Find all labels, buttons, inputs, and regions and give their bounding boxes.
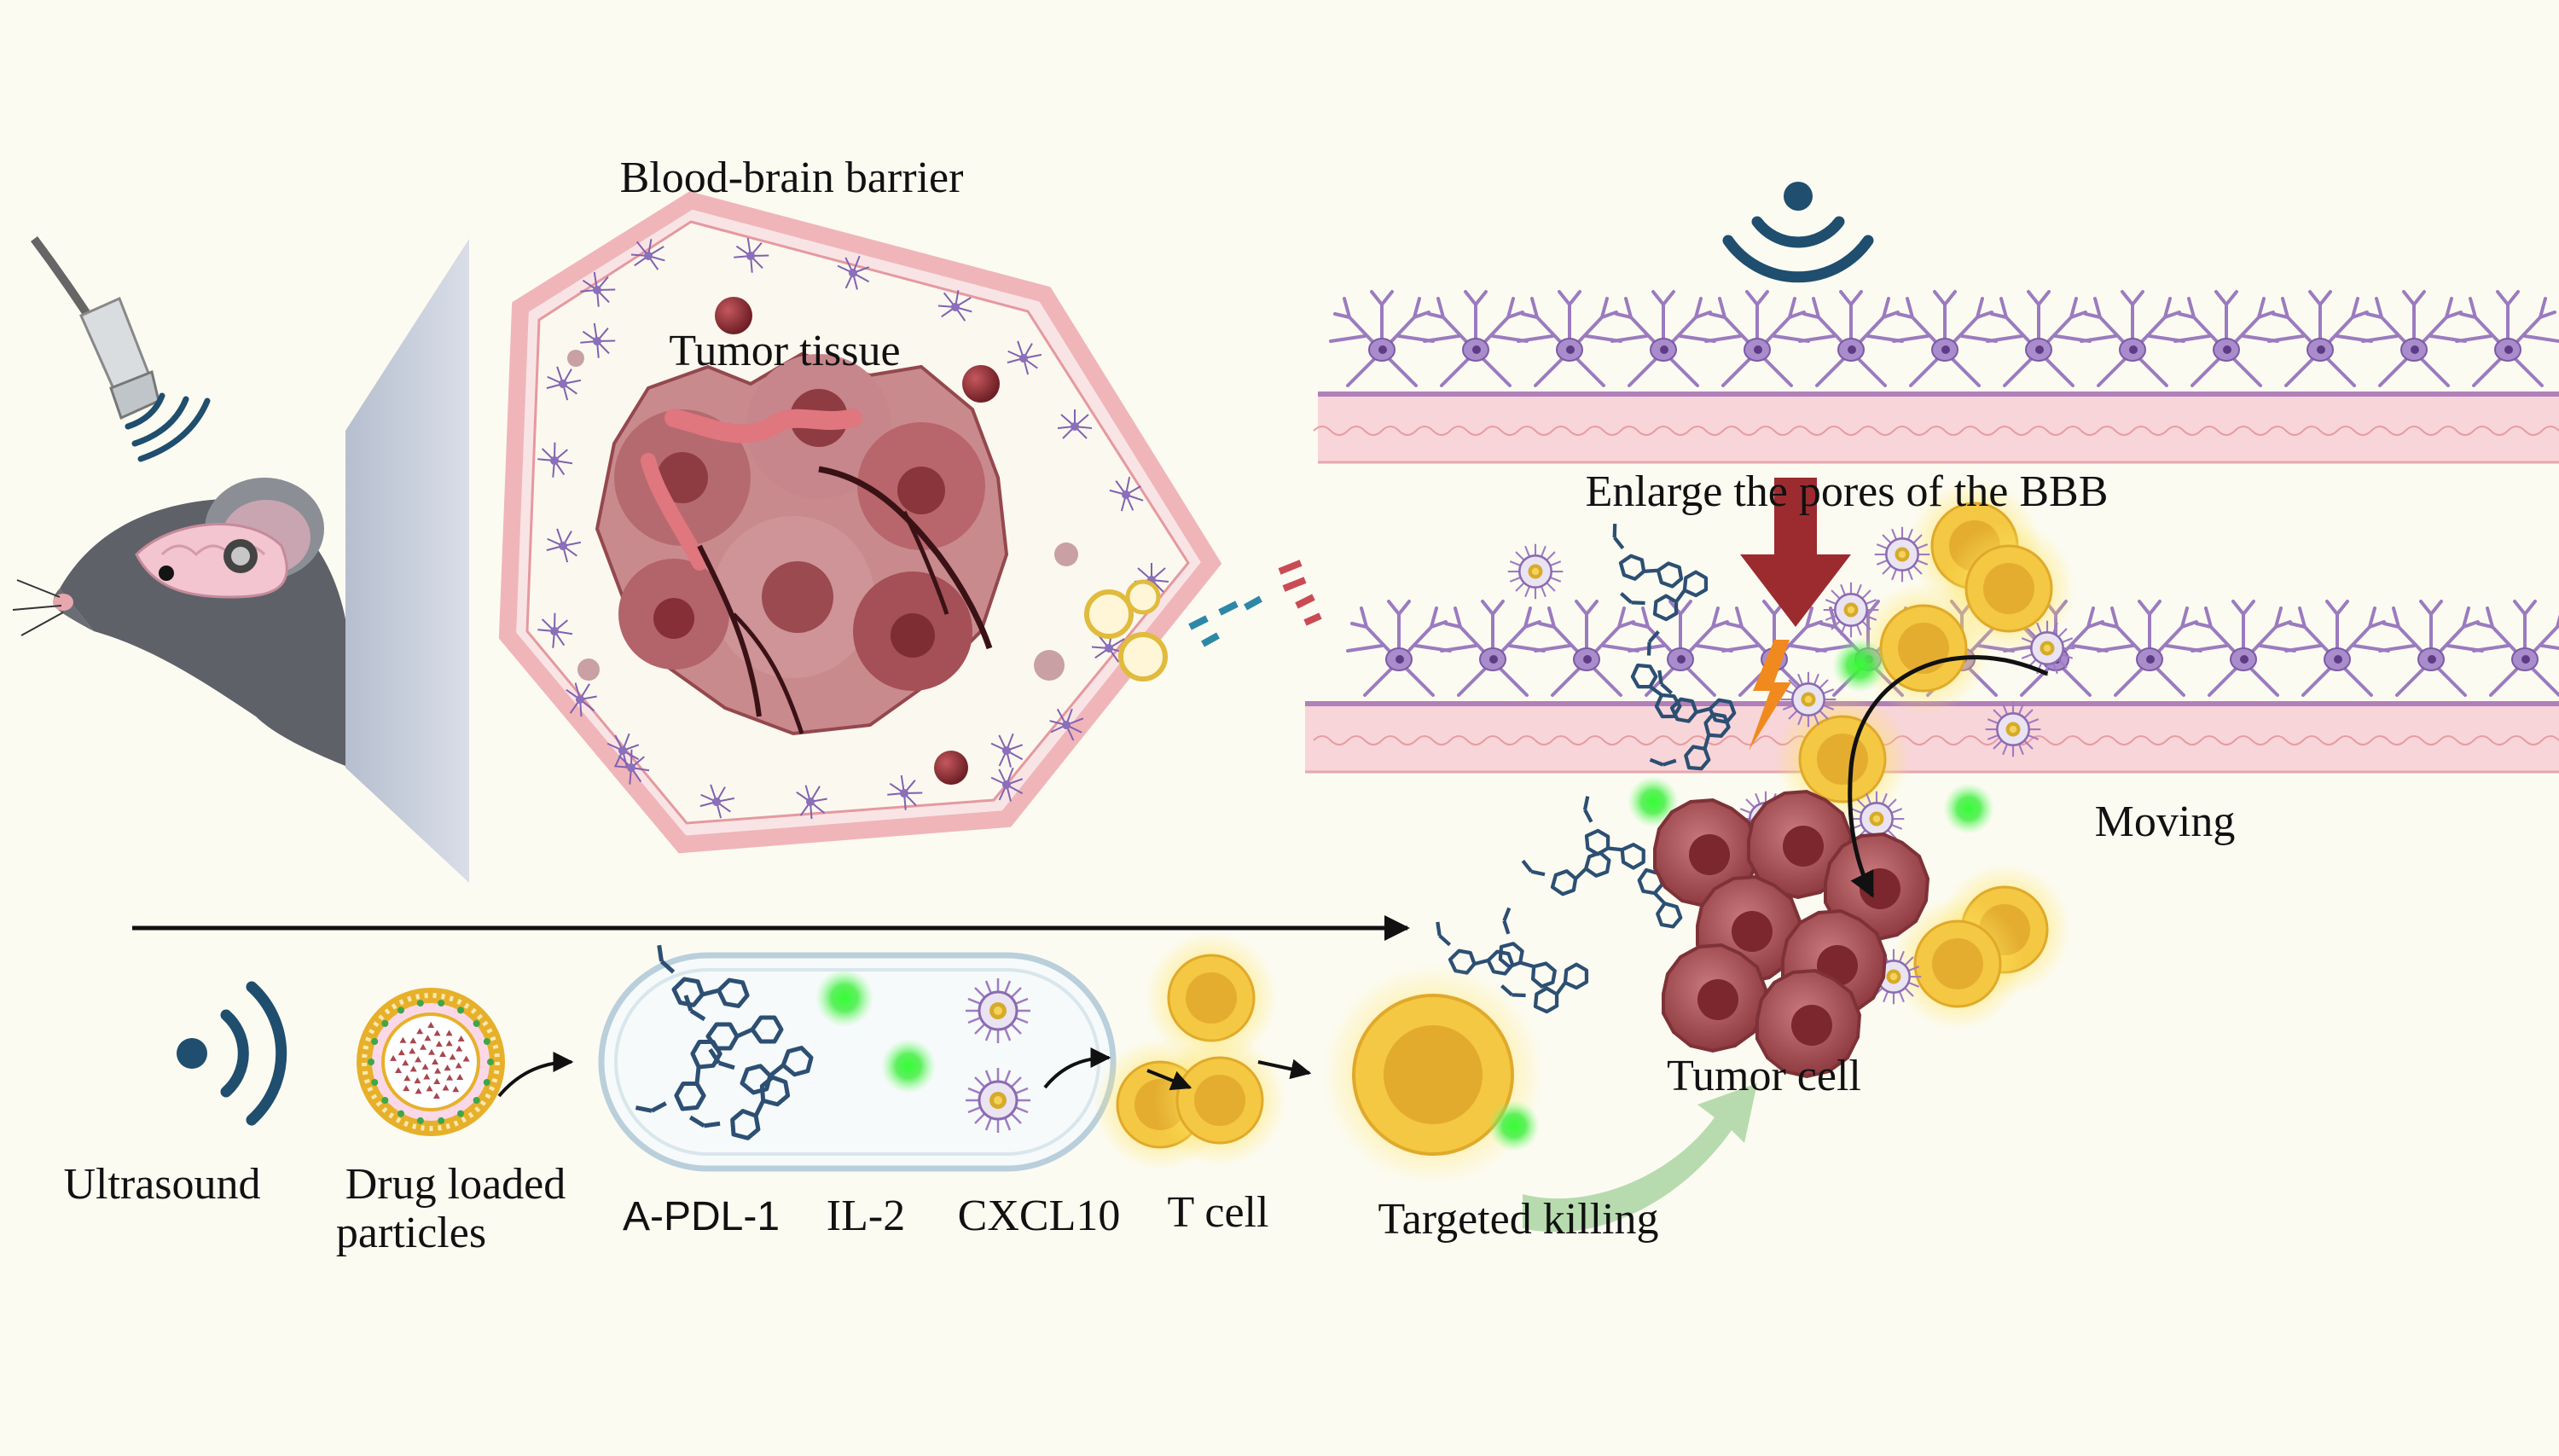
astrocyte xyxy=(1986,290,2092,387)
targeted-killing-tcell xyxy=(1322,964,1757,1233)
ultrasound-probe-icon xyxy=(30,236,211,462)
magnification-cone xyxy=(345,239,469,883)
bbb-label: Blood-brain barrier xyxy=(620,154,964,202)
tumor-cell-label: Tumor cell xyxy=(1667,1052,1861,1100)
tumor-cell-cluster xyxy=(1653,790,1929,1078)
targeted-killing-label: Targeted killing xyxy=(1378,1195,1659,1244)
cxcl10 xyxy=(1822,581,1880,639)
drug-particles-label-line1: Drug loaded xyxy=(345,1160,566,1209)
nanoparticle-capsule xyxy=(598,945,1117,1172)
astrocyte xyxy=(1329,290,1435,387)
astrocyte xyxy=(1798,290,1904,387)
astrocyte xyxy=(2455,290,2559,387)
antibody xyxy=(1599,524,1691,594)
tumor-tissue-label: Tumor tissue xyxy=(669,327,900,375)
apdl1-label: A-PDL-1 xyxy=(623,1194,780,1239)
enlarge-label: Enlarge the pores of the BBB xyxy=(1586,467,2109,516)
astrocyte xyxy=(2097,600,2202,697)
astrocyte xyxy=(1440,600,1546,697)
tcell-label: T cell xyxy=(1168,1188,1269,1237)
astrocyte xyxy=(1610,290,1716,387)
drug-loaded-particle-icon xyxy=(357,988,505,1136)
astrocyte xyxy=(2173,290,2279,387)
legend-ultrasound-icon xyxy=(177,981,287,1126)
killing-arrow xyxy=(1523,1083,1757,1233)
lower-vessel xyxy=(1305,600,2559,774)
drug-particle-cluster xyxy=(1084,579,1168,682)
down-arrow xyxy=(1740,478,1851,627)
astrocyte xyxy=(1704,290,1810,387)
astrocyte xyxy=(1628,600,1733,697)
astrocyte xyxy=(2472,600,2559,697)
astrocyte xyxy=(2191,600,2296,697)
astrocyte xyxy=(2284,600,2390,697)
antibody xyxy=(1480,908,1571,995)
mouse-icon xyxy=(12,478,350,768)
cxcl10 xyxy=(1506,542,1564,600)
upper-vessel xyxy=(1313,290,2559,464)
astrocyte xyxy=(1517,290,1622,387)
astrocyte xyxy=(2080,290,2185,387)
astrocyte xyxy=(1892,290,1998,387)
astrocyte xyxy=(2361,290,2467,387)
astrocyte xyxy=(1346,600,1452,697)
astrocyte xyxy=(2378,600,2484,697)
released-fragments xyxy=(1188,560,1322,647)
tcell-icon xyxy=(1092,930,1288,1173)
cxcl10 xyxy=(1779,670,1837,728)
drug-particles-label-line2: particles xyxy=(336,1209,486,1257)
il2-label: IL-2 xyxy=(827,1192,905,1240)
tumor-cluster xyxy=(595,351,1009,736)
ultrasound-label: Ultrasound xyxy=(63,1160,260,1209)
il2-icon xyxy=(815,969,873,1027)
cxcl10-label: CXCL10 xyxy=(958,1192,1121,1240)
moving-arrow xyxy=(1848,655,2049,898)
moving-label: Moving xyxy=(2095,798,2236,846)
tumor-tissue-hexagon xyxy=(498,191,1322,854)
astrocyte xyxy=(1423,290,1529,387)
astrocyte xyxy=(1534,600,1639,697)
cxcl10 xyxy=(1984,700,2042,758)
cxcl10 xyxy=(1873,525,1931,583)
astrocyte xyxy=(2267,290,2373,387)
lightning-icon xyxy=(1749,640,1791,751)
bbb-opening-scene xyxy=(1430,478,2077,1078)
ultrasound-wave-icon xyxy=(1722,182,1874,283)
antibody xyxy=(1523,833,1614,903)
